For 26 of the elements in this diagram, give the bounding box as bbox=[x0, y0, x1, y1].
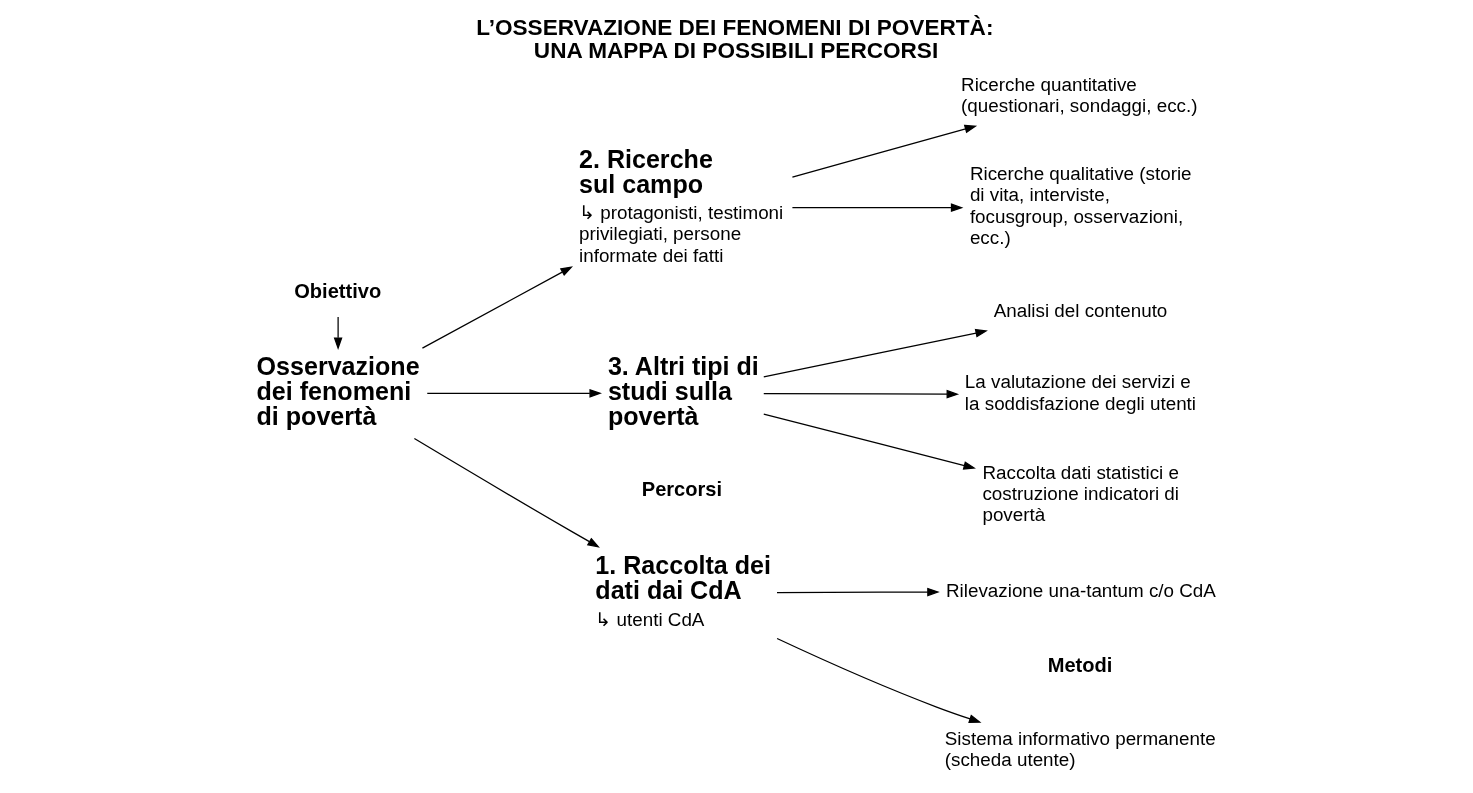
arrow bbox=[763, 413, 976, 470]
label: Metodi bbox=[1047, 653, 1113, 676]
arrow bbox=[791, 203, 964, 213]
node-text: Ricerche qualitative (storie di vita, interviste, focusgroup, osservazioni, ecc.) bbox=[969, 163, 1192, 249]
node-text: 3. Altri tipi di studi sulla povertà bbox=[607, 351, 759, 430]
node-text: 1. Raccolta dei dati dai CdA ↳ utenti CdA bbox=[595, 551, 771, 630]
arrow bbox=[776, 587, 940, 597]
node-text: Ricerche quantitative (questionari, sondaggi, ecc.) bbox=[961, 73, 1198, 117]
arrow bbox=[776, 637, 982, 723]
node-text: Analisi del contenuto bbox=[993, 299, 1168, 321]
diagram-title: L’OSSERVAZIONE DEI FENOMENI DI POVERTÀ: UNA MAPPA DI POSSIBILI PERCORSI bbox=[476, 15, 994, 63]
arrow bbox=[421, 266, 573, 349]
node-text: Rilevazione una-tantum c/o CdA bbox=[946, 579, 1216, 601]
arrow bbox=[791, 124, 978, 178]
arrow bbox=[426, 388, 602, 398]
node-text: 2. Ricerche sul campo ↳ protagonisti, testimoni privilegiati, persone informate dei fatti bbox=[579, 144, 784, 266]
node-text: La valutazione dei servizi e la soddisfazione degli utenti bbox=[964, 371, 1197, 414]
label: Percorsi bbox=[641, 478, 723, 500]
node-text: Osservazione dei fenomeni di povertà bbox=[256, 351, 420, 430]
arrow bbox=[763, 389, 960, 399]
node-text: Sistema informativo permanente (scheda utente) bbox=[944, 727, 1216, 771]
arrow bbox=[413, 437, 600, 548]
node-text: Obiettivo bbox=[294, 279, 382, 302]
arrow bbox=[333, 316, 343, 350]
arrow bbox=[763, 328, 988, 378]
node-text: Raccolta dati statistici e costruzione indicatori di povertà bbox=[982, 461, 1180, 526]
